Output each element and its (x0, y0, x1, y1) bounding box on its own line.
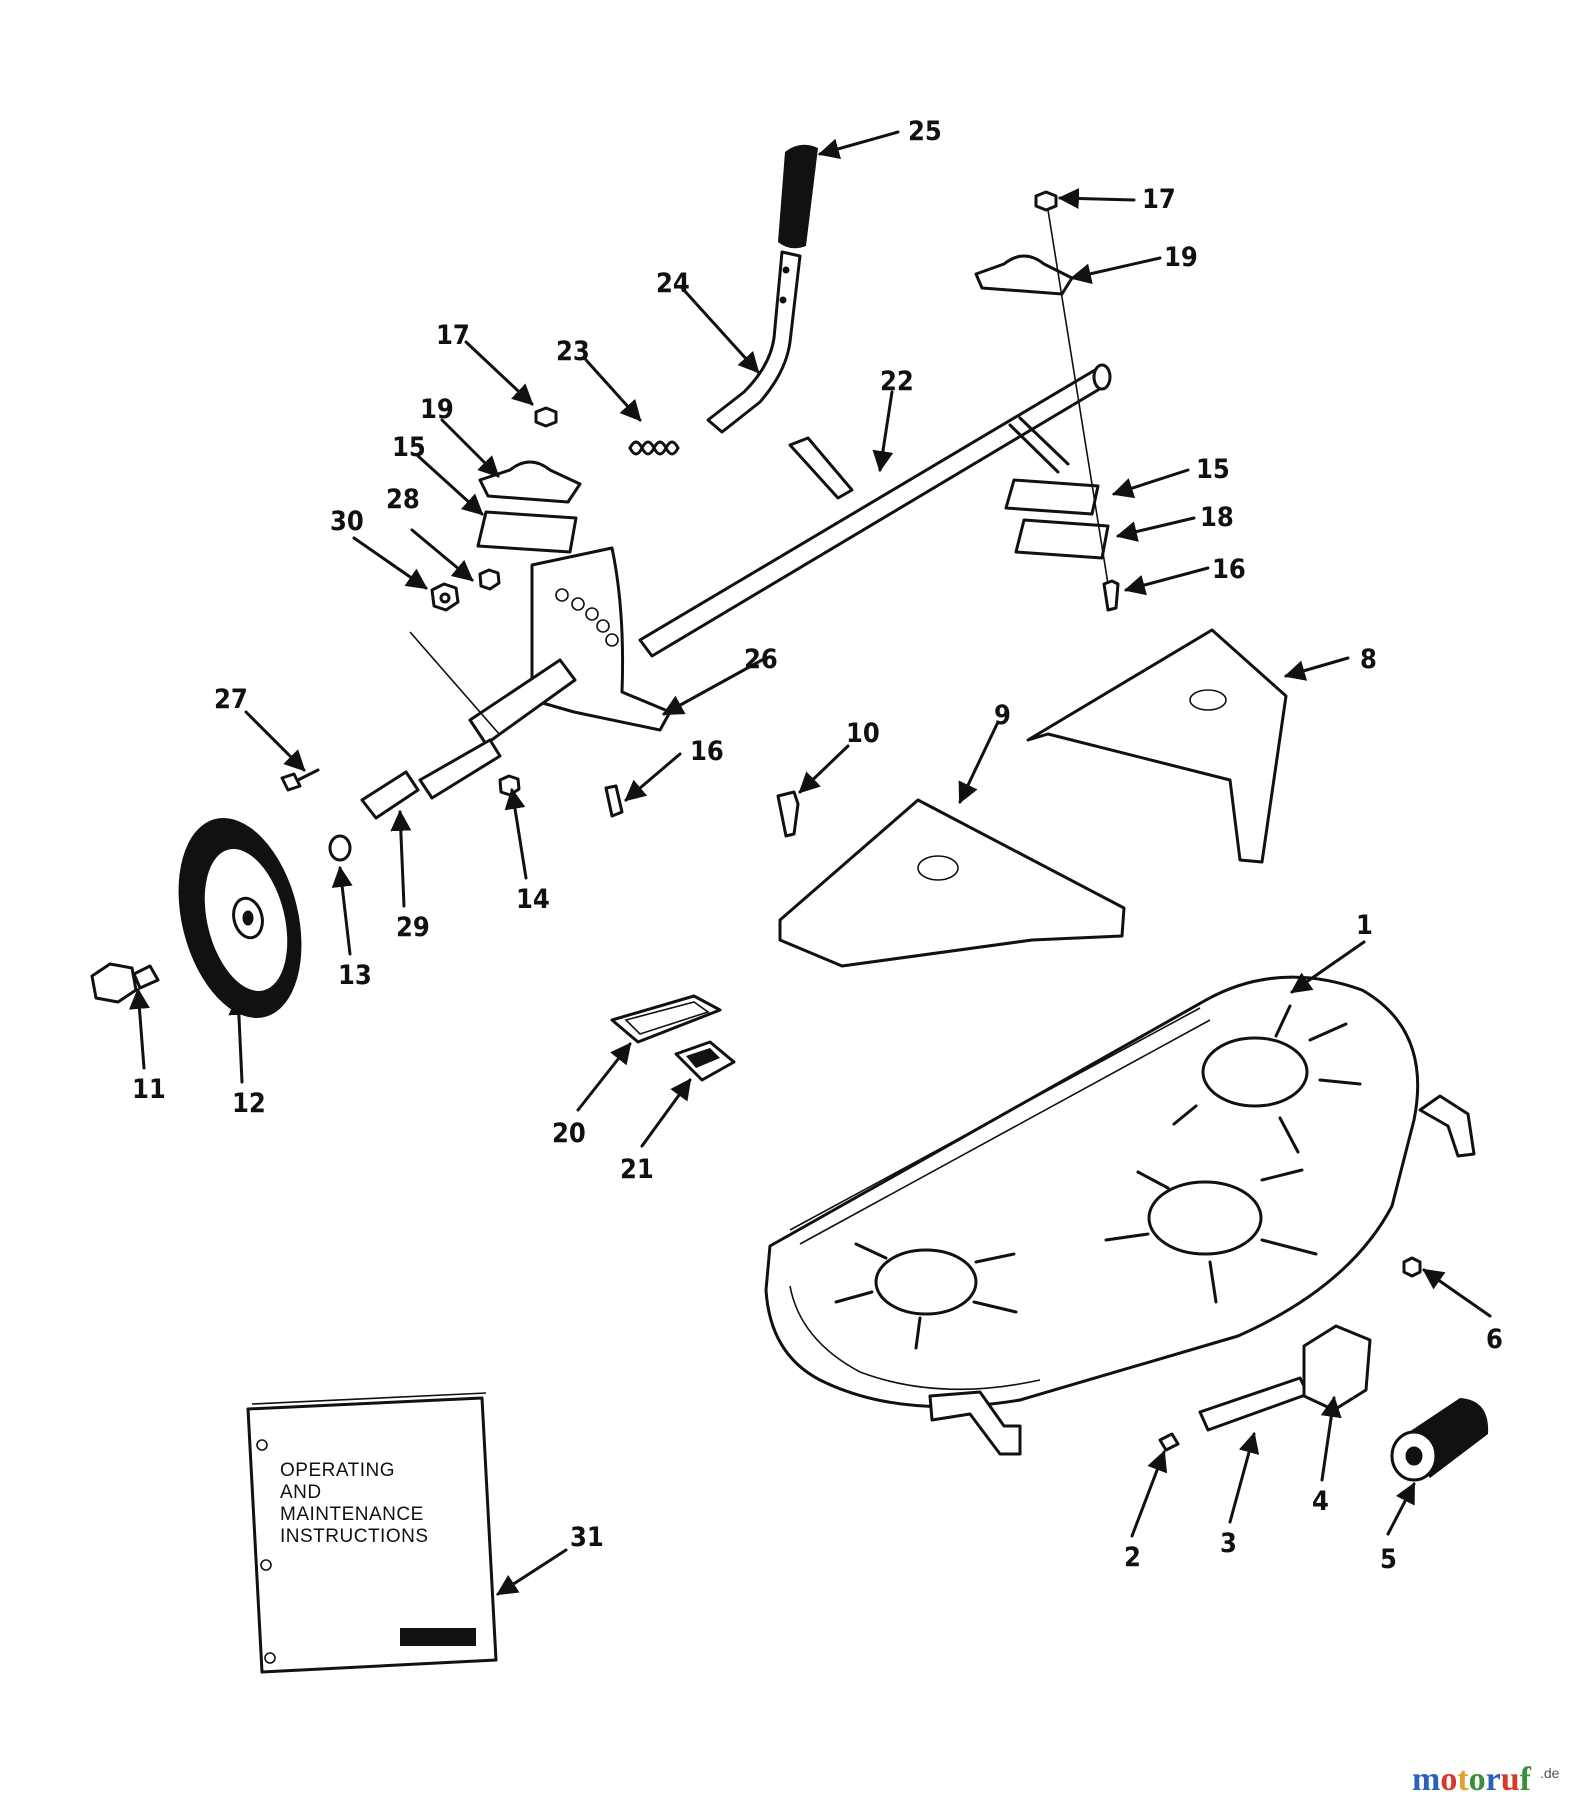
washer-13 (328, 834, 352, 862)
callout-12: 12 (232, 1088, 266, 1119)
operator-manual: OPERATING AND MAINTENANCE INSTRUCTIONS (246, 1392, 498, 1674)
callout-23: 25 (908, 116, 942, 147)
callout-28: 20 (552, 1118, 586, 1149)
wm-t: t (1457, 1761, 1469, 1798)
nut-30 (430, 582, 460, 612)
wm-f: f (1520, 1761, 1532, 1798)
adjustment-link (360, 631, 577, 820)
callout-9: 9 (994, 700, 1011, 731)
callout-21: 23 (556, 336, 590, 367)
callout-5: 5 (1380, 1544, 1397, 1575)
lever-grip (778, 144, 818, 249)
nut-6 (1402, 1256, 1422, 1278)
bolt-2 (1158, 1432, 1180, 1452)
callout-17-right: 17 (1142, 184, 1176, 215)
callout-20: 22 (880, 366, 914, 397)
decal-28 (610, 994, 722, 1044)
wm-m: m (1412, 1761, 1440, 1798)
wm-u: u (1501, 1761, 1520, 1798)
wm-o1: o (1440, 1761, 1457, 1798)
callout-15-right: 15 (1196, 454, 1230, 485)
manual-title-line4: INSTRUCTIONS (280, 1526, 429, 1547)
callout-4: 4 (1312, 1486, 1329, 1517)
manual-title-line2: AND (280, 1482, 322, 1503)
svg-text:motoruf: motoruf (1412, 1761, 1532, 1798)
wm-r: r (1486, 1761, 1501, 1798)
callout-2: 2 (1124, 1542, 1141, 1573)
bolt-10 (776, 790, 800, 838)
manual-title-line1: OPERATING (280, 1460, 395, 1481)
callout-27: 28 (386, 484, 420, 515)
gauge-wheel (178, 818, 302, 1018)
callout-17-left: 17 (436, 320, 470, 351)
callout-16-right: 16 (1212, 554, 1246, 585)
nut-14 (498, 774, 521, 797)
lift-shaft (638, 363, 1112, 658)
callout-30: 30 (330, 506, 364, 537)
callout-11: 11 (132, 1074, 166, 1105)
callout-19-right: 19 (1164, 242, 1198, 273)
watermark-logo: motoruf .de (1412, 1761, 1560, 1798)
callout-1: 1 (1356, 910, 1373, 941)
callout-19-left: 19 (420, 394, 454, 425)
nut-27 (478, 568, 501, 591)
bolt-16-left (604, 784, 624, 818)
spring (628, 440, 680, 456)
callout-labels: 25 17 19 24 23 22 17 19 15 28 30 15 18 1… (132, 116, 1503, 1575)
decal-29 (674, 1040, 736, 1082)
pulley-cover-9 (778, 798, 1126, 968)
lift-lever (706, 250, 802, 434)
callout-31: 31 (570, 1522, 604, 1553)
idler-arm (1198, 1324, 1372, 1432)
callout-16-left: 16 (690, 736, 724, 767)
idler-pulley (1390, 1398, 1489, 1482)
callout-14: 14 (516, 884, 550, 915)
callout-24: 26 (744, 644, 778, 675)
callout-22: 24 (656, 268, 690, 299)
callout-29: 21 (620, 1154, 654, 1185)
callout-18: 18 (1200, 502, 1234, 533)
wheel-bolt (90, 962, 160, 1004)
callout-25: 27 (214, 684, 248, 715)
mower-deck (764, 975, 1476, 1456)
clamp-left (476, 406, 582, 554)
callout-15-left: 15 (392, 432, 426, 463)
wm-suffix: .de (1540, 1765, 1560, 1781)
bolt-25 (280, 768, 320, 792)
callout-3: 3 (1220, 1528, 1237, 1559)
leader-lines (128, 130, 1492, 1596)
clamp-right (974, 190, 1120, 612)
manual-title-line3: MAINTENANCE (280, 1504, 424, 1525)
callout-8: 8 (1360, 644, 1377, 675)
callout-6: 6 (1486, 1324, 1503, 1355)
wm-o2: o (1469, 1761, 1486, 1798)
callout-13: 13 (338, 960, 372, 991)
callout-26: 29 (396, 912, 430, 943)
callout-10: 10 (846, 718, 880, 749)
pulley-cover-8 (1026, 628, 1288, 864)
